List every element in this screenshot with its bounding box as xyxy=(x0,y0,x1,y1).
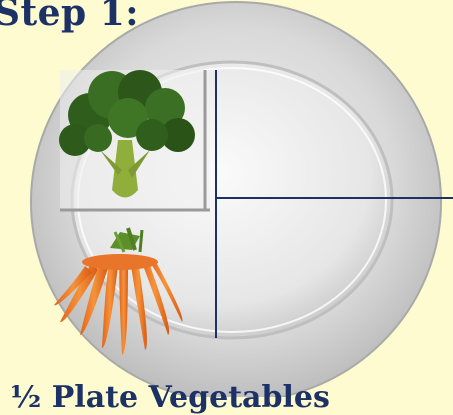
plate-illustration xyxy=(0,0,453,397)
caption-label: ½ Plate Vegetables xyxy=(10,380,330,415)
